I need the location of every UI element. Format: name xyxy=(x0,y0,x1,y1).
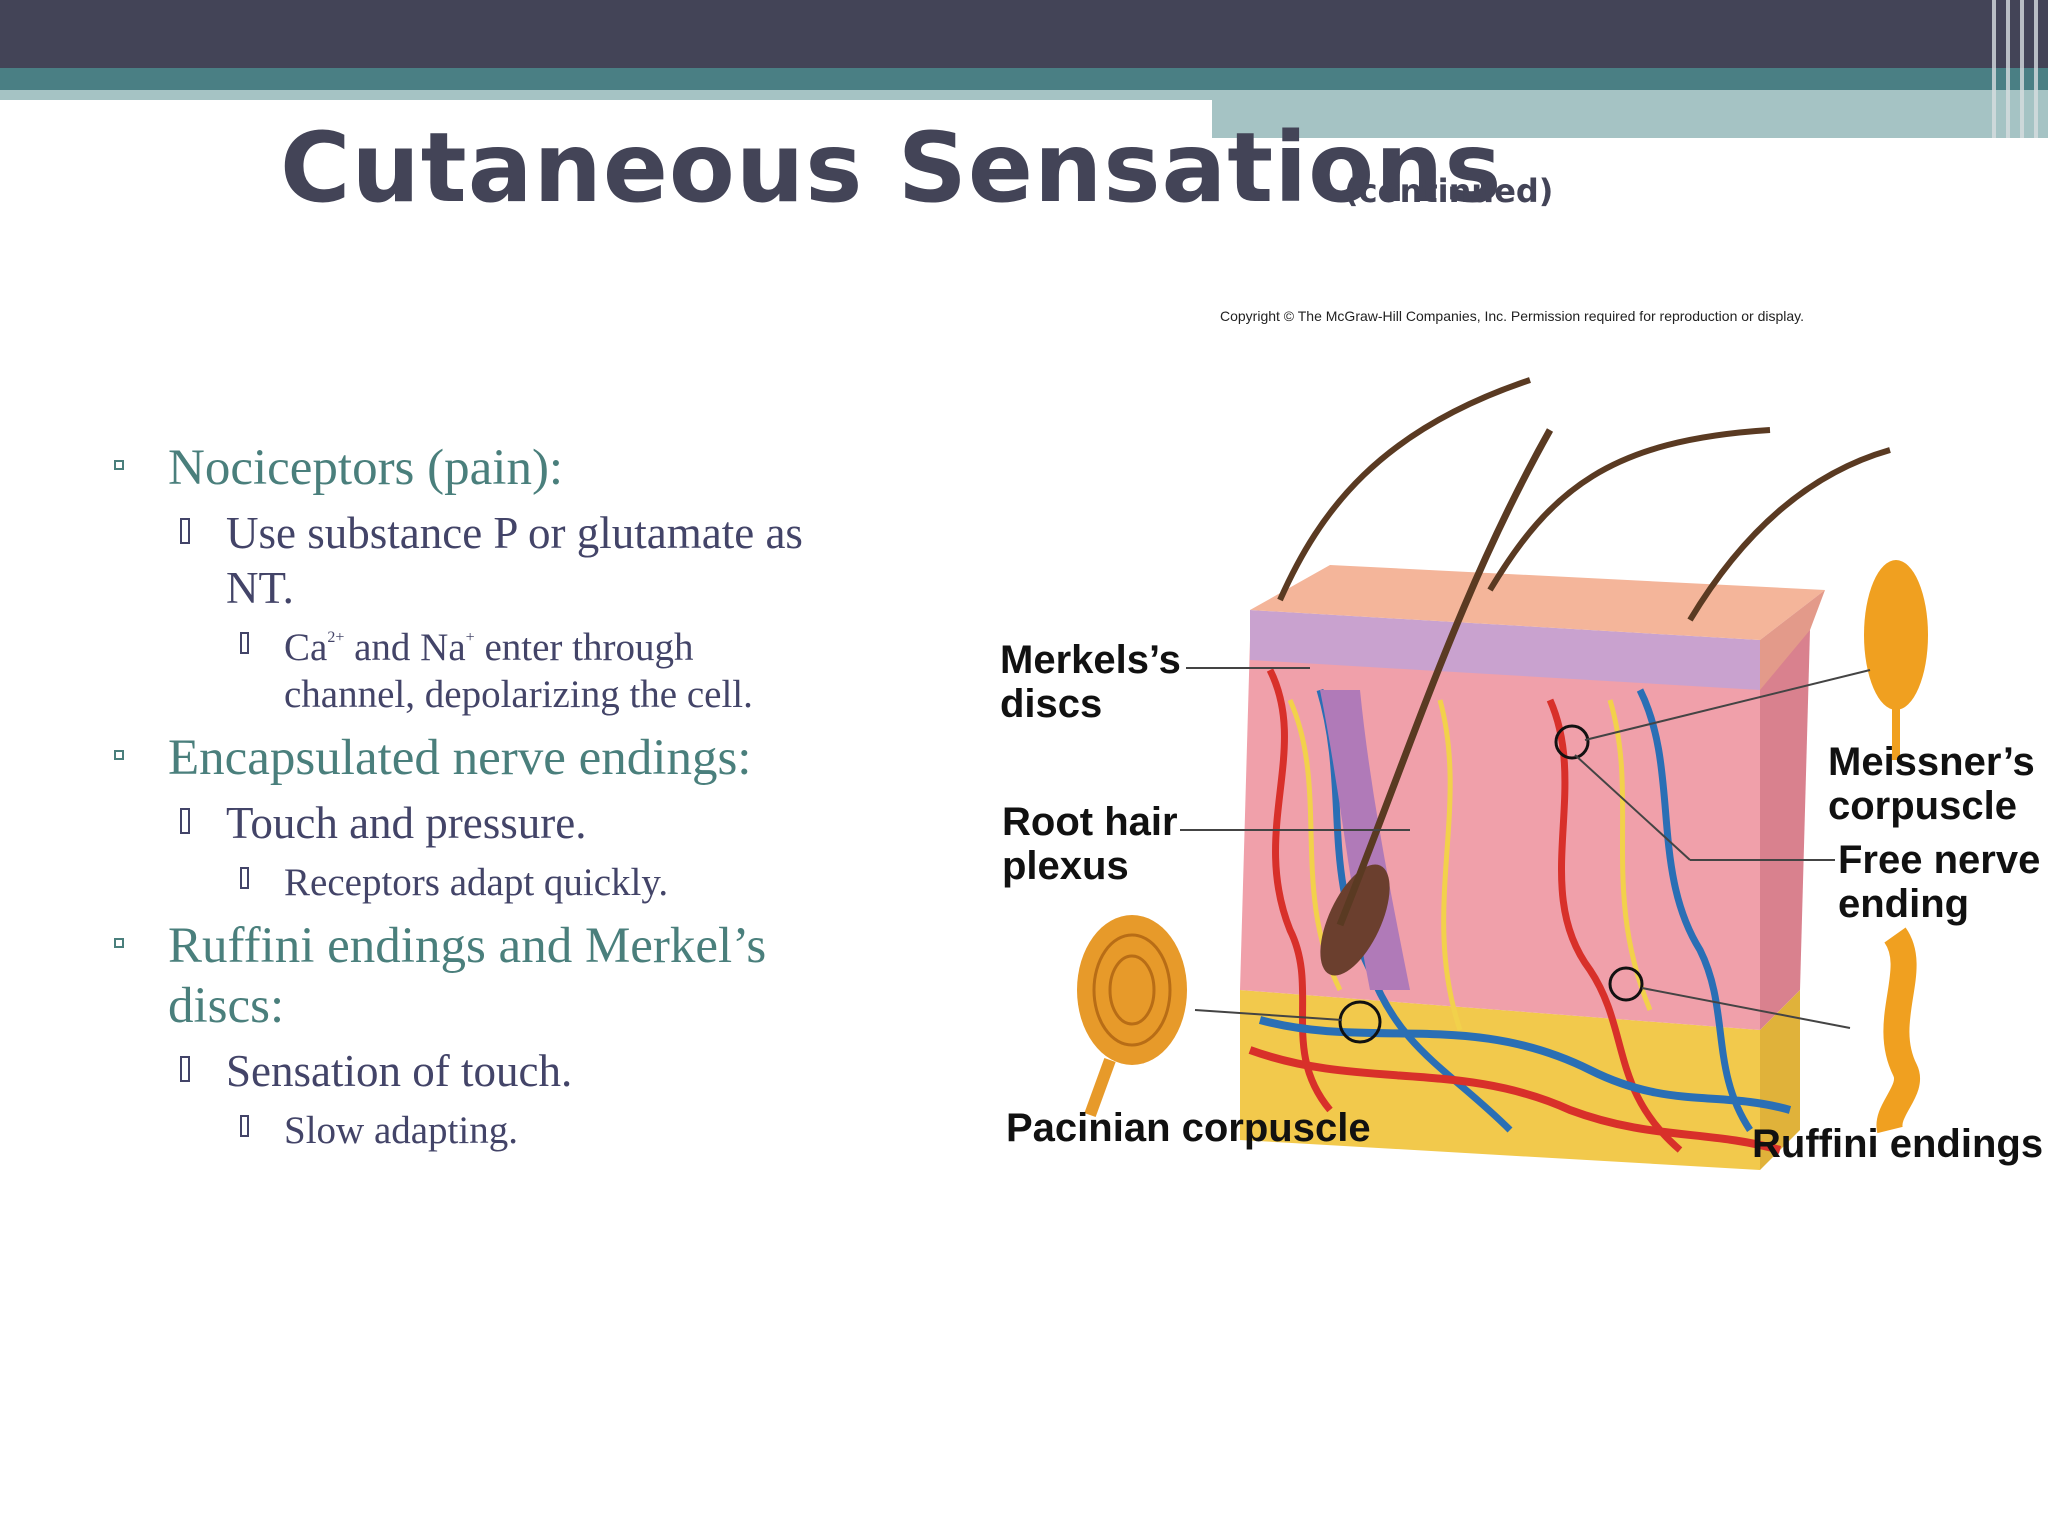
box-bullet-icon xyxy=(180,808,190,834)
square-bullet-icon xyxy=(114,938,124,948)
slide-subtitle: (continued) xyxy=(1344,172,1554,210)
bullet-text: Receptors adapt quickly. xyxy=(284,861,669,904)
skin-diagram: Merkels’s discs Root hair plexus Pacinia… xyxy=(990,370,2048,1190)
bullet-level3: Receptors adapt quickly. xyxy=(110,859,830,906)
bullet-text: Touch and pressure. xyxy=(226,798,587,848)
bullet-list: Nociceptors (pain): Use substance P or g… xyxy=(110,438,830,1164)
bullet-text-ca: Ca xyxy=(284,626,328,669)
superscript-charge: 2+ xyxy=(327,629,345,646)
box-bullet-icon xyxy=(240,1115,249,1137)
label-root-hair-plexus: Root hair plexus xyxy=(1002,800,1178,888)
bullet-text: Encapsulated nerve endings: xyxy=(168,730,752,786)
bullet-level2: Sensation of touch. xyxy=(110,1044,830,1099)
bullet-text: Slow adapting. xyxy=(284,1109,518,1152)
bullet-level1: Nociceptors (pain): xyxy=(110,438,830,498)
header-edge-lines xyxy=(1984,0,2048,138)
bullet-text: Ruffini endings and Merkel’s discs: xyxy=(168,918,767,1034)
bullet-level1: Ruffini endings and Merkel’s discs: xyxy=(110,916,830,1036)
bullet-text: Nociceptors (pain): xyxy=(168,440,564,496)
label-pacinian-corpuscle: Pacinian corpuscle xyxy=(1006,1106,1371,1150)
header-band-right xyxy=(1212,90,2048,138)
square-bullet-icon xyxy=(114,460,124,470)
header-band-teal-light xyxy=(0,90,1212,100)
box-bullet-icon xyxy=(240,867,249,889)
bullet-level2: Touch and pressure. xyxy=(110,796,830,851)
label-free-nerve-ending: Free nerve ending xyxy=(1838,838,2041,926)
header-band-dark xyxy=(0,0,2048,68)
label-merkels-discs: Merkels’s discs xyxy=(1000,638,1181,726)
box-bullet-icon xyxy=(180,518,190,544)
bullet-text: Use substance P or glutamate as NT. xyxy=(226,508,803,613)
skin-cross-section-illustration xyxy=(1077,377,1928,1170)
bullet-level2: Use substance P or glutamate as NT. xyxy=(110,506,830,616)
label-ruffini-endings: Ruffini endings xyxy=(1752,1122,2044,1166)
slide-title: Cutaneous Sensations xyxy=(280,112,1503,224)
bullet-level1: Encapsulated nerve endings: xyxy=(110,728,830,788)
bullet-text: Sensation of touch. xyxy=(226,1046,573,1096)
label-meissners-corpuscle: Meissner’s corpuscle xyxy=(1828,740,2035,828)
figure-copyright: Copyright © The McGraw-Hill Companies, I… xyxy=(1220,308,1805,324)
header-band-teal xyxy=(0,68,2048,90)
bullet-text-rest: enter through channel, depolarizing the … xyxy=(284,626,753,716)
bullet-level3: Slow adapting. xyxy=(110,1107,830,1154)
bullet-level3: Ca2+ and Na+ enter through channel, depo… xyxy=(110,624,830,718)
superscript-charge: + xyxy=(465,629,475,646)
box-bullet-icon xyxy=(240,632,249,654)
box-bullet-icon xyxy=(180,1056,190,1082)
bullet-text-na: and Na xyxy=(344,626,466,669)
square-bullet-icon xyxy=(114,750,124,760)
